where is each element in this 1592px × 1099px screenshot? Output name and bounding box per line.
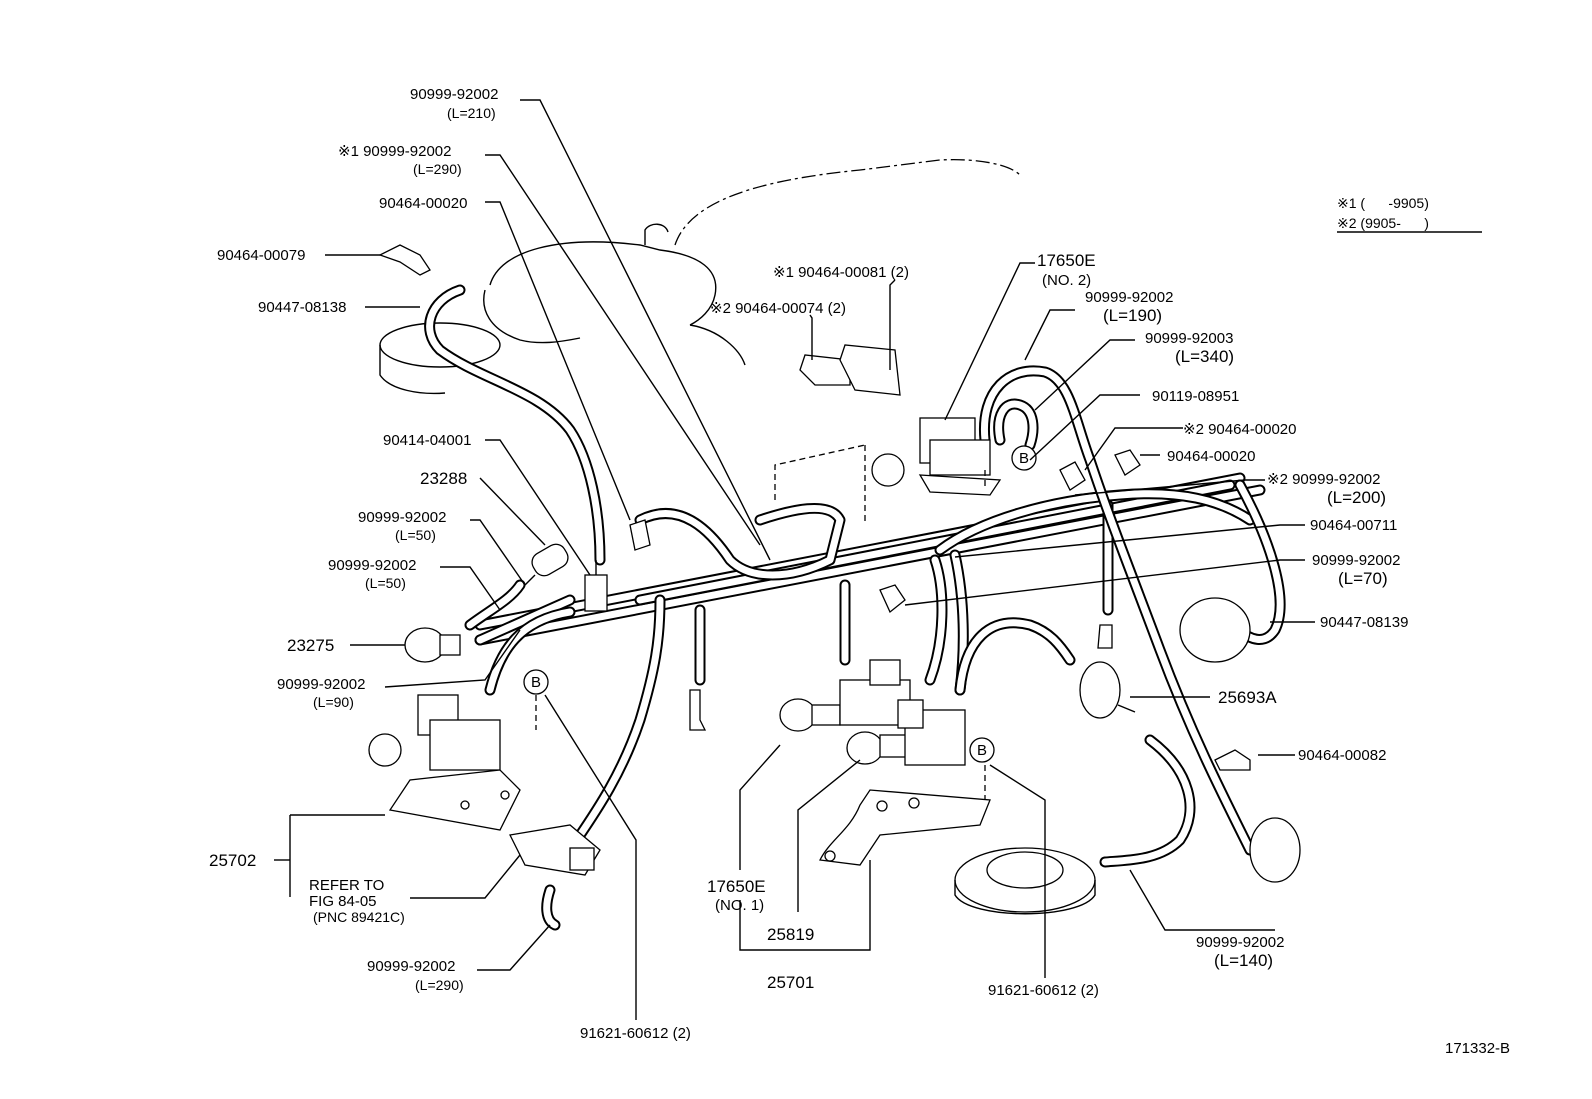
label-90999-92002-l290-top-length: (L=290) bbox=[413, 161, 462, 177]
label-23288: 23288 bbox=[420, 469, 467, 488]
vsv-25702 bbox=[368, 694, 521, 831]
callout-b-left: B bbox=[531, 674, 541, 691]
clamps-90464-00081-00074 bbox=[799, 344, 901, 396]
vacuum-hoses bbox=[424, 284, 1286, 931]
label-90999-92002-l70: 90999-92002 bbox=[1312, 552, 1400, 569]
label-23275: 23275 bbox=[287, 636, 334, 655]
diagram-id: 171332-B bbox=[1445, 1040, 1510, 1057]
fitting-stub-1 bbox=[689, 689, 707, 731]
label-17650e-no2: 17650E bbox=[1037, 251, 1096, 270]
clip-90464-00079 bbox=[378, 244, 431, 276]
label-90999-92002-l290-bottom: 90999-92002 bbox=[367, 958, 455, 975]
air-cleaner-outline bbox=[379, 159, 1021, 395]
label-90999-92002-l190: 90999-92002 bbox=[1085, 289, 1173, 306]
union-90414-04001 bbox=[584, 560, 608, 612]
bracket-25819 bbox=[819, 789, 991, 866]
clip-90464-00082 bbox=[1214, 749, 1251, 771]
clip-90464-00020-left bbox=[629, 519, 651, 551]
label-91621-60612-left: 91621-60612 (2) bbox=[580, 1025, 691, 1042]
label-90447-08138: 90447-08138 bbox=[258, 299, 346, 316]
label-90999-92002-l290-bottom-length: (L=290) bbox=[415, 977, 464, 993]
label-90999-92002-l210-length: (L=210) bbox=[447, 105, 496, 121]
part-labels: 90999-92002 (L=210) ※1 90999-92002 (L=29… bbox=[209, 86, 1408, 1042]
vsv-17650e-no2 bbox=[871, 417, 1002, 496]
label-90999-92002-l140-length: (L=140) bbox=[1214, 951, 1273, 970]
label-17650e-no1-sub: (NO. 1) bbox=[715, 897, 764, 914]
label-90999-92003-l340: 90999-92003 bbox=[1145, 330, 1233, 347]
label-90464-00711: 90464-00711 bbox=[1310, 517, 1397, 534]
label-90447-08139: 90447-08139 bbox=[1320, 614, 1408, 631]
label-90464-00079: 90464-00079 bbox=[217, 247, 305, 264]
label-90999-92002-l140: 90999-92002 bbox=[1196, 934, 1284, 951]
label-91621-60612-right: 91621-60612 (2) bbox=[988, 982, 1099, 999]
label-90999-92002-l50-a: 90999-92002 bbox=[358, 509, 446, 526]
vsv-25701 bbox=[846, 699, 966, 766]
label-90999-92002-l70-length: (L=70) bbox=[1338, 569, 1388, 588]
label-90999-92002-l190-length: (L=190) bbox=[1103, 306, 1162, 325]
label-90999-92002-l50-b: 90999-92002 bbox=[328, 557, 416, 574]
label-25701: 25701 bbox=[767, 973, 814, 992]
label-25819: 25819 bbox=[767, 925, 814, 944]
label-90464-00081: ※1 90464-00081 (2) bbox=[773, 264, 909, 281]
vsv-17650e-no1 bbox=[779, 659, 911, 732]
vacuum-filter-23288 bbox=[524, 543, 569, 586]
label-pnc-89421c: (PNC 89421C) bbox=[313, 909, 405, 925]
clip-90464-00711 bbox=[879, 584, 906, 614]
callout-b-top: B bbox=[1019, 450, 1029, 467]
label-fig-84-05: FIG 84-05 bbox=[309, 893, 377, 910]
label-90119-08951: 90119-08951 bbox=[1152, 388, 1239, 405]
label-90464-00020-right: 90464-00020 bbox=[1167, 448, 1255, 465]
label-90999-92002-l210: 90999-92002 bbox=[410, 86, 498, 103]
label-90999-92002-l200-length: (L=200) bbox=[1327, 488, 1386, 507]
vacuum-sensor bbox=[509, 824, 601, 876]
label-90464-00074: ※2 90464-00074 (2) bbox=[710, 300, 846, 317]
leader-lines bbox=[274, 99, 1482, 1020]
label-90999-92003-l340-length: (L=340) bbox=[1175, 347, 1234, 366]
label-90464-00020-note2: ※2 90464-00020 bbox=[1183, 421, 1297, 438]
legend-note2: ※2 (9905- ) bbox=[1337, 215, 1429, 231]
callout-b-bottom: B bbox=[977, 742, 987, 759]
label-refer-to: REFER TO bbox=[309, 877, 384, 894]
label-25693a: 25693A bbox=[1218, 688, 1277, 707]
label-17650e-no1: 17650E bbox=[707, 877, 766, 896]
label-90999-92002-l200: ※2 90999-92002 bbox=[1267, 471, 1381, 488]
label-90999-92002-l290-top: ※1 90999-92002 bbox=[338, 143, 452, 160]
label-90464-00082: 90464-00082 bbox=[1298, 747, 1386, 764]
check-valve-23275 bbox=[404, 627, 461, 663]
callout-b-markers: B B B bbox=[523, 445, 1037, 763]
label-90999-92002-l50-a-length: (L=50) bbox=[395, 527, 436, 543]
clip-90464-00020-right bbox=[1059, 449, 1141, 491]
label-17650e-no2-sub: (NO. 2) bbox=[1042, 272, 1091, 289]
canister-bottom bbox=[954, 847, 1096, 915]
dashed-reference-lines bbox=[535, 444, 986, 800]
label-90414-04001: 90414-04001 bbox=[383, 432, 471, 449]
label-25702: 25702 bbox=[209, 851, 256, 870]
legend-note1: ※1 ( -9905) bbox=[1337, 195, 1429, 211]
fitting-stub-2 bbox=[1097, 624, 1113, 649]
label-90999-92002-l90: 90999-92002 bbox=[277, 676, 365, 693]
legend: ※1 ( -9905) ※2 (9905- ) bbox=[1337, 195, 1429, 231]
label-90464-00020-top: 90464-00020 bbox=[379, 195, 467, 212]
label-90999-92002-l90-length: (L=90) bbox=[313, 694, 354, 710]
components bbox=[368, 244, 1301, 915]
label-90999-92002-l50-b-length: (L=50) bbox=[365, 575, 406, 591]
diaphragm-right bbox=[1179, 597, 1301, 883]
actuator-25693a bbox=[1079, 661, 1136, 719]
